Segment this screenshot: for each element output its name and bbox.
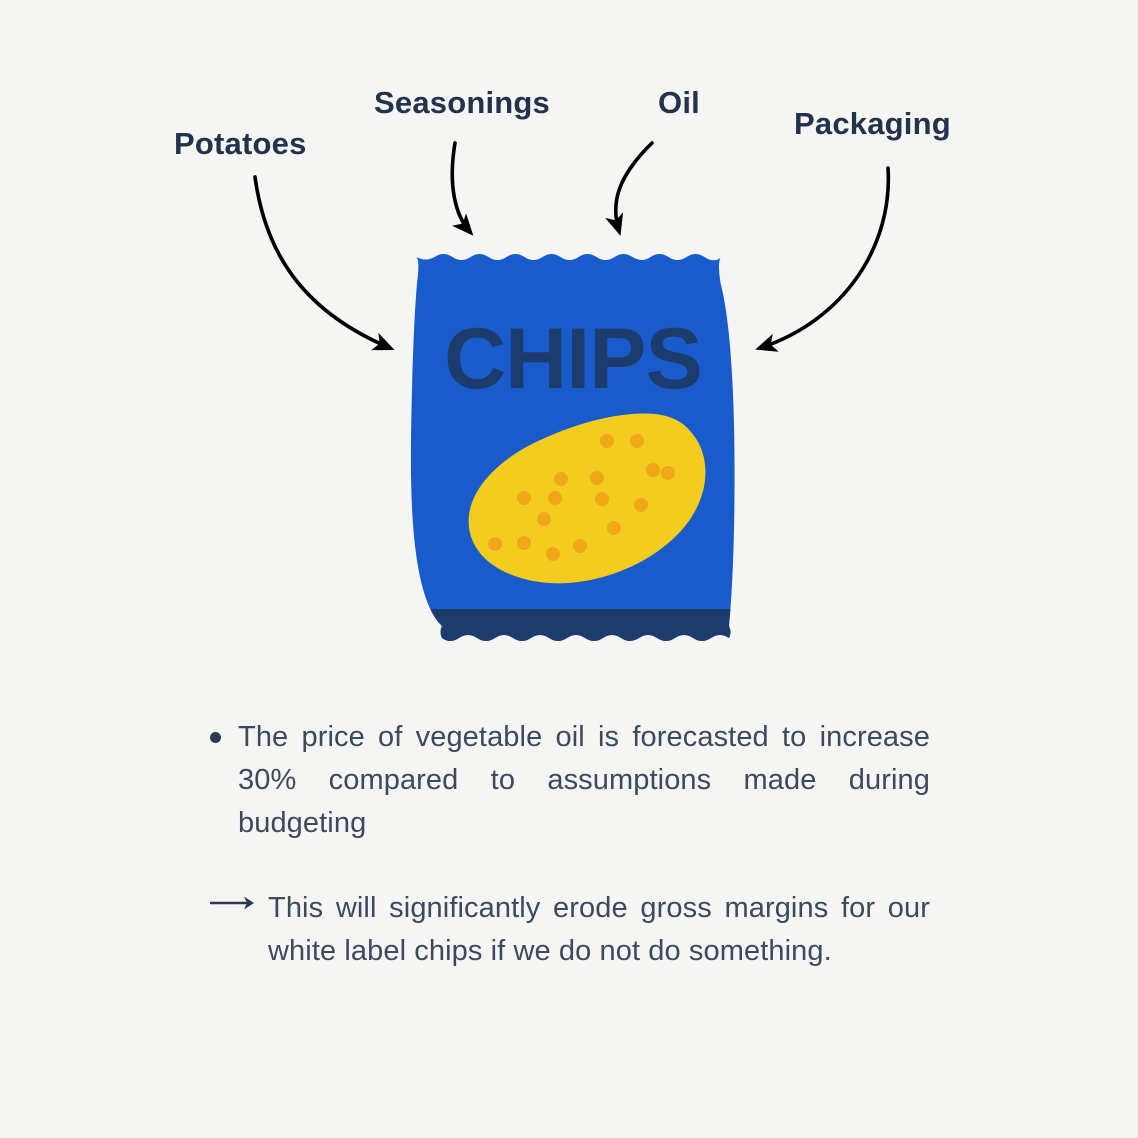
callout-label-potatoes: Potatoes — [174, 126, 307, 161]
potato-graphic — [468, 413, 706, 584]
bullet-icon — [210, 716, 238, 749]
arrow-potatoes — [253, 175, 395, 351]
callout-label-oil: Oil — [658, 85, 700, 120]
chips-bag-illustration: CHIPS — [410, 254, 735, 641]
callout-label-packaging: Packaging — [794, 106, 951, 141]
note-item-bullet: The price of vegetable oil is forecasted… — [0, 716, 1138, 845]
note-text-arrow: This will significantly erode gross marg… — [268, 891, 930, 967]
arrow-seasonings — [450, 141, 474, 236]
arrow-packaging — [755, 166, 891, 352]
callout-label-seasonings: Seasonings — [374, 85, 550, 120]
arrow-oil — [605, 141, 654, 236]
notes-list: The price of vegetable oil is forecasted… — [0, 716, 1138, 1015]
bag-bottom-band — [410, 609, 735, 641]
right-arrow-icon — [210, 887, 268, 913]
note-text-bullet: The price of vegetable oil is forecasted… — [238, 721, 930, 839]
callout-arrows — [253, 141, 891, 352]
potato-spots — [488, 434, 675, 561]
chips-wordmark: CHIPS — [444, 311, 702, 407]
note-item-arrow: This will significantly erode gross marg… — [0, 887, 1138, 973]
